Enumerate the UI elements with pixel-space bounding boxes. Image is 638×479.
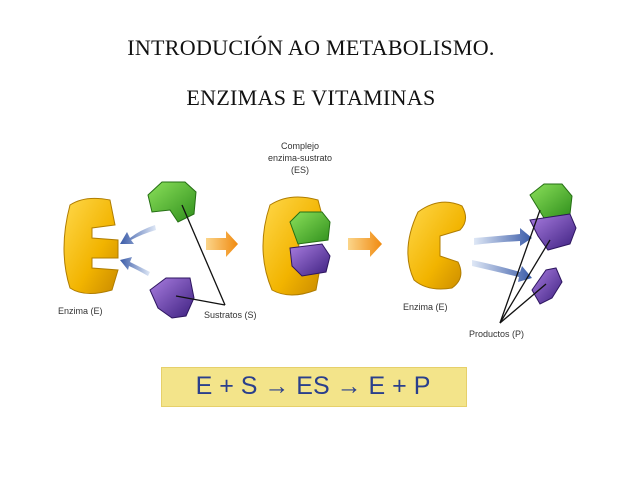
complex-label-line3: (ES)	[291, 165, 309, 175]
blue-arrow-icon	[120, 225, 156, 244]
equation-box	[161, 367, 467, 407]
enzyme-left-shape	[63, 197, 119, 294]
complex-label-line1: Complejo	[281, 141, 319, 151]
orange-arrow-icon	[348, 231, 382, 257]
product-purple-top-shape	[529, 213, 577, 251]
enzyme-substrate-complex-shape	[262, 196, 331, 296]
pointer-lines	[175, 204, 551, 324]
enzyme-right-label: Enzima (E)	[403, 302, 448, 312]
substrates-label: Sustratos (S)	[204, 310, 257, 320]
substrate-purple-shape	[149, 277, 195, 319]
slide-title-line1: INTRODUCIÓN AO METABOLISMO.	[127, 35, 495, 60]
blue-arrow-icon	[120, 257, 150, 276]
blue-arrow-icon	[472, 260, 532, 282]
substrate-green-shape	[147, 181, 197, 223]
enzyme-left-label: Enzima (E)	[58, 306, 103, 316]
product-purple-bottom-shape	[531, 267, 563, 305]
slide-title-line2: ENZIMAS E VITAMINAS	[186, 85, 436, 110]
complex-label-line2: enzima-sustrato	[268, 153, 332, 163]
product-green-shape	[529, 183, 573, 219]
blue-arrow-icon	[474, 228, 532, 246]
orange-arrow-icon	[206, 231, 238, 257]
enzyme-right-shape	[407, 201, 466, 290]
products-label: Productos (P)	[469, 329, 524, 339]
reaction-equation: E + S → ES → E + P	[195, 372, 431, 400]
